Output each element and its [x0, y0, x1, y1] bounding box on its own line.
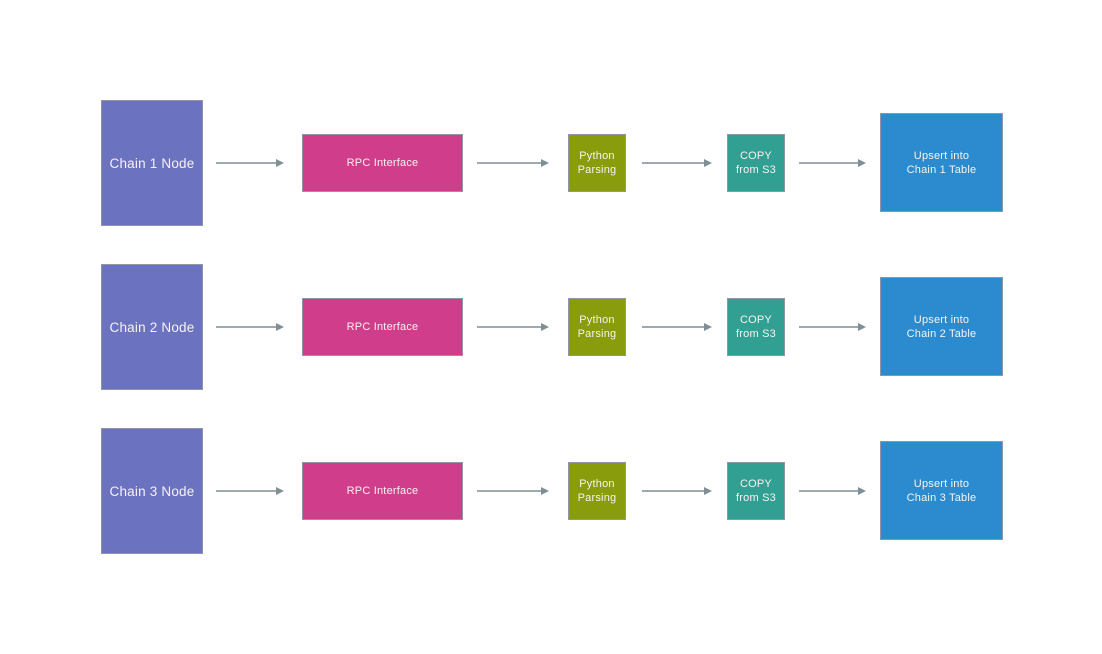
arrow-node-to-rpc — [216, 486, 284, 495]
arrow-copy-to-upsert — [799, 486, 866, 495]
upsert-table-box: Upsert into Chain 1 Table — [880, 113, 1003, 212]
copy-from-s3-box: COPY from S3 — [727, 462, 785, 520]
upsert-table-box: Upsert into Chain 3 Table — [880, 441, 1003, 540]
chain-node-box: Chain 2 Node — [101, 264, 203, 390]
copy-from-s3-box: COPY from S3 — [727, 134, 785, 192]
rpc-interface-box: RPC Interface — [302, 298, 463, 356]
rpc-interface-box: RPC Interface — [302, 134, 463, 192]
copy-from-s3-box: COPY from S3 — [727, 298, 785, 356]
arrow-rpc-to-parse — [477, 322, 549, 331]
arrow-node-to-rpc — [216, 158, 284, 167]
arrow-parse-to-copy — [642, 486, 712, 495]
chain-node-box: Chain 3 Node — [101, 428, 203, 554]
arrow-parse-to-copy — [642, 322, 712, 331]
arrow-copy-to-upsert — [799, 322, 866, 331]
upsert-table-box: Upsert into Chain 2 Table — [880, 277, 1003, 376]
rpc-interface-box: RPC Interface — [302, 462, 463, 520]
python-parsing-box: Python Parsing — [568, 462, 626, 520]
pipeline-row-chain-3: Chain 3 Node RPC Interface Python Parsin… — [0, 428, 1102, 554]
arrow-parse-to-copy — [642, 158, 712, 167]
chain-node-box: Chain 1 Node — [101, 100, 203, 226]
python-parsing-box: Python Parsing — [568, 298, 626, 356]
arrow-node-to-rpc — [216, 322, 284, 331]
pipeline-row-chain-2: Chain 2 Node RPC Interface Python Parsin… — [0, 264, 1102, 390]
arrow-rpc-to-parse — [477, 486, 549, 495]
arrow-rpc-to-parse — [477, 158, 549, 167]
python-parsing-box: Python Parsing — [568, 134, 626, 192]
pipeline-row-chain-1: Chain 1 Node RPC Interface Python Parsin… — [0, 100, 1102, 226]
arrow-copy-to-upsert — [799, 158, 866, 167]
